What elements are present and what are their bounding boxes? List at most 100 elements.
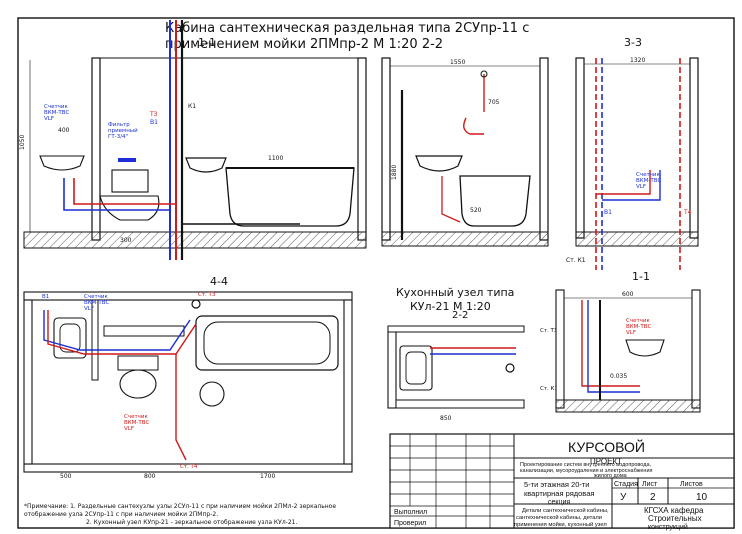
note-line2: отображение узла 2СУпр-11 с при наличием…: [24, 511, 218, 518]
meter-33-label: Счетчик: [636, 172, 661, 178]
filter-label-type: приемный: [108, 127, 138, 134]
section-label-4-4: 4-4: [210, 275, 228, 288]
tb-org-1: КГСХА кафедра: [644, 506, 704, 515]
section-tub: [459, 175, 531, 227]
dim-33-width: 1320: [630, 57, 645, 64]
tb-stage-header: Стадия: [614, 481, 638, 488]
tb-drawing-3: применения мойки, кухонный узел: [514, 521, 607, 528]
floor-slab: [23, 231, 367, 249]
tb-drawing-1: Детали сантехнической кабины,: [522, 507, 609, 514]
meter-label: Счетчик: [44, 104, 69, 110]
kitchen-plan-view: 850 Ст. Т3 Ст. К1: [387, 325, 558, 422]
tb-building-1: 5-ти этажная 20-ти: [524, 480, 590, 489]
plan-4-4-view: В1 Счетчик ВКМ-ТВС VLF Счетчик ВКМ-ТВС V…: [23, 291, 353, 480]
dim-tub-height: 1100: [268, 155, 283, 162]
tb-checked: Выполнил: [394, 509, 427, 516]
section-label-2-2-kitchen: 2-2: [452, 310, 468, 321]
kitchen-title-line1: Кухонный узел типа: [396, 286, 514, 299]
tb-course: КУРСОВОЙ: [568, 438, 645, 455]
section-label-1-1-right: 1-1: [632, 270, 650, 283]
dim-section-width: 1550: [450, 59, 465, 66]
meter-11-model: VLF: [626, 330, 636, 336]
main-title-line2: применением мойки 2ПМпр-2 М 1:20 2-2: [165, 37, 443, 52]
plan-label-v1: В1: [42, 294, 49, 300]
sheet-frame: [17, 17, 735, 529]
tb-sheets-header: Листов: [680, 481, 703, 488]
plan-st-t3: Ст. Т3: [198, 292, 216, 298]
dim-height-left: 1050: [19, 135, 26, 150]
kitchen-dim-width: 850: [440, 415, 452, 422]
section-basin: [415, 155, 463, 172]
note-line3: 2. Кухонный узел КУпр-21 - зеркальное от…: [86, 519, 297, 526]
section-1-1-view: 600 Счетчик ВКМ-ТВС VLF 0.035: [555, 289, 701, 413]
filter-label-model: ГТ-3/4": [108, 134, 128, 140]
tb-sheets-value: 10: [696, 492, 708, 503]
dim-11-width: 600: [622, 291, 634, 298]
water-meter: [118, 158, 136, 162]
label-k1-top: К1: [188, 103, 196, 110]
bathtub: [225, 167, 355, 227]
small-sink: [39, 155, 85, 171]
kitchen-riser-icon: [505, 363, 515, 373]
meter-33-type: ВКМ-ТВС: [636, 178, 662, 184]
dim-shower: 705: [488, 99, 500, 106]
shower-head-icon: [480, 70, 488, 78]
plan-dim-3: 1700: [260, 473, 275, 480]
dim-tub-depth: 520: [470, 207, 482, 214]
kitchen-st-k1: Ст. К1: [540, 386, 558, 392]
plan-basin: [199, 381, 225, 407]
dim-sink-width: 400: [58, 127, 70, 134]
tb-stage-value: У: [620, 492, 627, 503]
plan-bathtub: [195, 315, 339, 371]
plan-meter-label: Счетчик: [84, 294, 109, 300]
dim-bottom: 300: [120, 237, 132, 244]
plan-meter-hot-model: VLF: [124, 426, 134, 432]
section-3-3-view: 1320 Счетчик ВКМ-ТВС VLF Т4 В1 Ст. К1: [566, 57, 699, 270]
section-2-2-view: 1550 1880 705 520: [381, 57, 549, 247]
meter-label-type: ВКМ-ТВС: [44, 110, 70, 116]
label-t3-top: Т3: [149, 111, 158, 118]
plan-dim-2: 800: [144, 473, 156, 480]
label-st-k1-33: Ст. К1: [566, 257, 586, 264]
riser-icon: [191, 299, 201, 309]
dim-section-height: 1880: [391, 165, 398, 180]
cold-pipe: [63, 178, 170, 211]
plan-st-t4: Ст. Т4: [180, 464, 198, 470]
tb-org-2: Строительных: [648, 514, 702, 523]
toilet: [99, 169, 160, 221]
section-11-sink: [625, 339, 665, 357]
meter-11-label: Счетчик: [626, 318, 651, 324]
kitchen-sink: [399, 345, 433, 391]
title-block: КУРСОВОЙ ПРОЕКТ Проектирование систем вн…: [389, 433, 735, 531]
kitchen-title-line2: КУл-21 М 1:20: [410, 300, 491, 313]
plan-meter-model: VLF: [84, 306, 94, 312]
shower-hose: [463, 117, 484, 135]
meter-33-model: VLF: [636, 184, 646, 190]
tb-drawing-2: сантехнической кабины, детали: [516, 514, 602, 521]
label-v1-33: В1: [604, 209, 612, 216]
label-t4-33: Т4: [683, 209, 692, 216]
section-label-3-3: 3-3: [624, 36, 642, 49]
tb-approved: Проверил: [394, 520, 426, 527]
kitchen-st-t3: Ст. Т3: [540, 328, 558, 334]
tb-org-3: конструкций: [648, 523, 688, 531]
washbasin: [185, 157, 227, 173]
meter-label-model: VLF: [44, 116, 54, 122]
section-label-1-1-top: 1-1: [198, 36, 216, 49]
filter-label: Фильтр: [108, 122, 130, 128]
plan-toilet: [119, 369, 157, 399]
slope-label: 0.035: [610, 373, 627, 380]
main-title-line1: Кабина сантехническая раздельная типа 2С…: [165, 21, 529, 36]
label-v1-top: В1: [150, 119, 158, 126]
tb-project: ПРОЕКТ: [590, 457, 622, 466]
plan-meter-hot-type: ВКМ-ТВС: [124, 420, 150, 426]
note-line1: *Примечание: 1. Раздельные сантехузлы уз…: [24, 503, 336, 510]
cabin-elevation-view: Счетчик ВКМ-ТВС VLF Фильтр приемный ГТ-3…: [19, 20, 367, 260]
plan-dim-1: 500: [60, 473, 72, 480]
plan-meter-type: ВКМ-ТВС: [84, 300, 110, 306]
tb-subject-2: канализации, мусороудаления и электросна…: [520, 468, 653, 474]
tb-subject-1: Проектирование систем внутреннего водопр…: [520, 462, 651, 468]
tb-sheet-header: Лист: [642, 481, 658, 488]
tb-subject-3: жилого дома: [594, 473, 628, 479]
